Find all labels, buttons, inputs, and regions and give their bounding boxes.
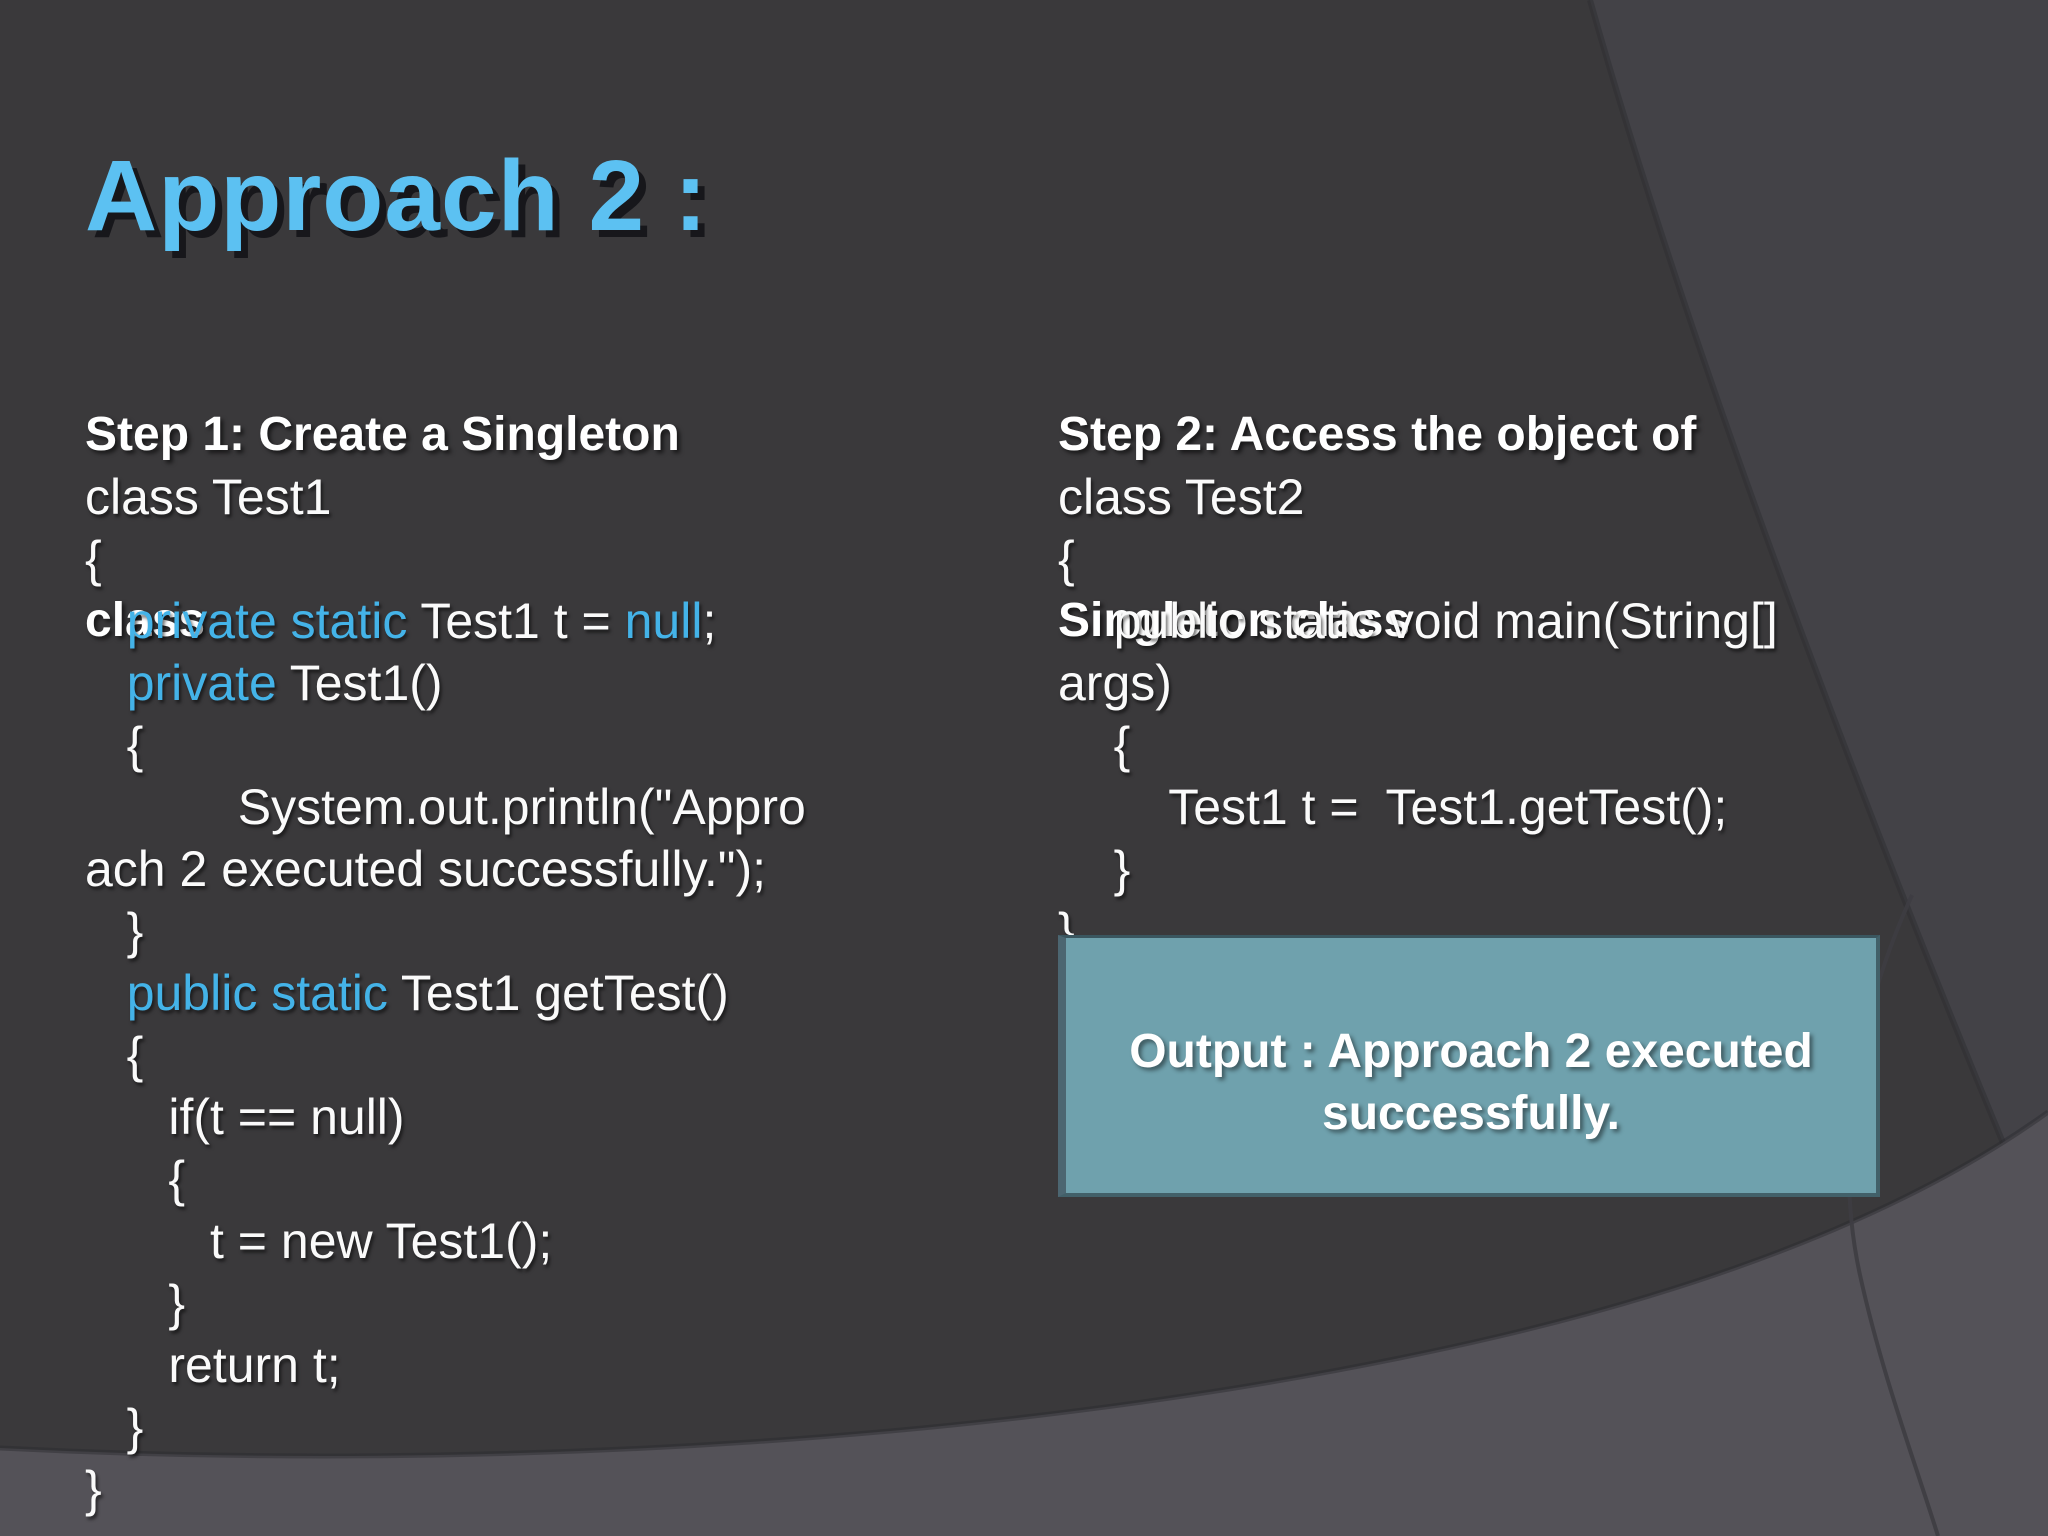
code-line: if(t == null) <box>85 1086 806 1148</box>
code-text: if(t == null) <box>85 1089 405 1145</box>
code-line: class Test1 <box>85 466 806 528</box>
code-block-right: class Test2 { public static void main(Str… <box>1058 466 1778 962</box>
code-line: } <box>85 1272 806 1334</box>
code-line: System.out.println("Appro <box>85 776 806 838</box>
code-line: } <box>85 900 806 962</box>
code-line: } <box>85 1396 806 1458</box>
code-line: class Test2 <box>1058 466 1778 528</box>
code-text: } <box>85 1399 144 1455</box>
code-text: System.out.println("Appro <box>85 779 806 835</box>
code-line: public static void main(String[] <box>1058 590 1778 652</box>
code-text: { <box>85 531 102 587</box>
code-line: return t; <box>85 1334 806 1396</box>
code-text <box>85 965 127 1021</box>
background-topright-region <box>1590 0 2048 1250</box>
background-bottom-sweep <box>0 1112 2048 1536</box>
step1-heading: Step 1: Create a Singleton class <box>85 280 680 776</box>
code-line: { <box>85 528 806 590</box>
code-text <box>85 655 127 711</box>
code-line: { <box>1058 714 1778 776</box>
code-text: class Test1 <box>85 469 332 525</box>
code-keyword: private static <box>126 593 408 649</box>
code-text: { <box>1058 717 1131 773</box>
code-text <box>85 593 127 649</box>
code-line: private static Test1 t = null; <box>85 590 806 652</box>
code-keyword: private <box>126 655 277 711</box>
code-line: private Test1() <box>85 652 806 714</box>
code-text: Test1 t = <box>407 593 625 649</box>
code-line: { <box>85 1024 806 1086</box>
code-line: t = new Test1(); <box>85 1210 806 1272</box>
output-box-line2: successfully. <box>1322 1086 1620 1140</box>
code-text: { <box>85 1151 186 1207</box>
code-line: } <box>1058 838 1778 900</box>
code-text: class Test2 <box>1058 469 1305 525</box>
code-text: } <box>85 903 144 959</box>
code-text: Test1 getTest() <box>387 965 729 1021</box>
step1-heading-line1: Step 1: Create a Singleton <box>85 408 680 461</box>
step2-heading: Step 2: Access the object of Singleton c… <box>1058 280 1696 776</box>
code-text: t = new Test1(); <box>85 1213 553 1269</box>
slide-title: Approach 2 : <box>85 140 709 252</box>
code-text: { <box>1058 531 1075 587</box>
code-keyword: null <box>624 593 703 649</box>
code-line: Test1 t = Test1.getTest(); <box>1058 776 1778 838</box>
code-text: { <box>85 1027 144 1083</box>
step1-heading-line2: class <box>85 594 206 647</box>
code-text: return t; <box>85 1337 341 1393</box>
code-text: Test1() <box>276 655 443 711</box>
code-line: public static Test1 getTest() <box>85 962 806 1024</box>
background-topright-edge <box>1587 0 2048 1252</box>
code-line: { <box>85 1148 806 1210</box>
code-text: Test1 t = Test1.getTest(); <box>1058 779 1728 835</box>
code-keyword: public static <box>126 965 388 1021</box>
code-text: ; <box>702 593 717 649</box>
output-box-line1: Output : Approach 2 executed <box>1129 1024 1813 1078</box>
code-text: } <box>85 1461 102 1517</box>
code-text: public static void main(String[] <box>1058 593 1778 649</box>
step2-heading-line2: Singleton class <box>1058 594 1411 647</box>
code-text: ach 2 executed successfully."); <box>85 841 767 897</box>
code-text: } <box>1058 841 1131 897</box>
code-block-left: class Test1 { private static Test1 t = nu… <box>85 466 806 1520</box>
code-line: ach 2 executed successfully."); <box>85 838 806 900</box>
code-text: } <box>85 1275 186 1331</box>
step2-heading-line1: Step 2: Access the object of <box>1058 408 1697 461</box>
output-box: Output : Approach 2 executed successfull… <box>1058 935 1880 1197</box>
background-bottom-sweep-edge <box>0 1109 2048 1459</box>
code-line: { <box>85 714 806 776</box>
code-text: { <box>85 717 144 773</box>
code-line: { <box>1058 528 1778 590</box>
code-text: args) <box>1058 655 1172 711</box>
code-line: } <box>85 1458 806 1520</box>
code-line: args) <box>1058 652 1778 714</box>
